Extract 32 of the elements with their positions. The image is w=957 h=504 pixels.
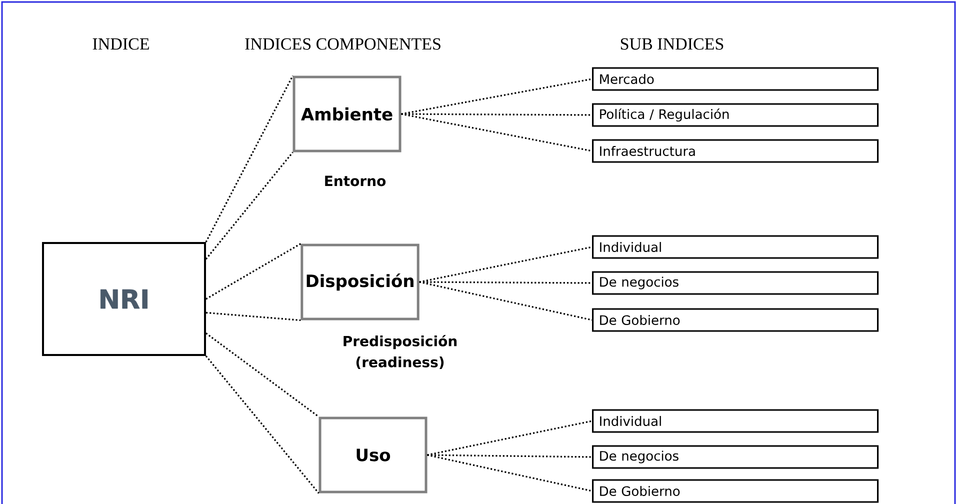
dotted-line bbox=[419, 281, 592, 321]
dotted-line bbox=[427, 454, 592, 458]
subindex-box: De negocios bbox=[592, 445, 879, 469]
component-box: Ambiente bbox=[292, 76, 402, 152]
dotted-line bbox=[419, 281, 592, 284]
dotted-line bbox=[205, 75, 294, 242]
dotted-line bbox=[205, 152, 294, 260]
subindex-box: De negocios bbox=[592, 271, 879, 295]
dotted-line bbox=[206, 312, 301, 322]
dotted-line bbox=[205, 356, 320, 494]
subindex-box: Individual bbox=[592, 409, 879, 433]
dotted-line bbox=[401, 113, 592, 116]
column-heading: SUB INDICES bbox=[620, 38, 724, 50]
subindex-box: De Gobierno bbox=[592, 479, 879, 503]
subindex-box: Individual bbox=[592, 235, 879, 259]
caption-text: Predisposición (readiness) bbox=[344, 334, 457, 370]
subindex-box: Mercado bbox=[592, 67, 879, 91]
dotted-line bbox=[206, 332, 320, 418]
component-box: Uso bbox=[318, 416, 428, 494]
dotted-line bbox=[427, 420, 592, 456]
component-box: Disposición bbox=[300, 244, 420, 320]
column-heading: INDICES COMPONENTES bbox=[245, 38, 440, 50]
dotted-line bbox=[401, 113, 592, 152]
dotted-line bbox=[419, 246, 592, 283]
caption-text: Entorno bbox=[325, 176, 386, 186]
dotted-line bbox=[427, 454, 592, 492]
subindex-box: Infraestructura bbox=[592, 139, 879, 163]
subindex-box: De Gobierno bbox=[592, 308, 879, 332]
dotted-line bbox=[401, 78, 592, 115]
column-heading: INDICE bbox=[92, 38, 149, 50]
dotted-line bbox=[206, 243, 302, 300]
subindex-box: Política / Regulación bbox=[592, 103, 879, 127]
